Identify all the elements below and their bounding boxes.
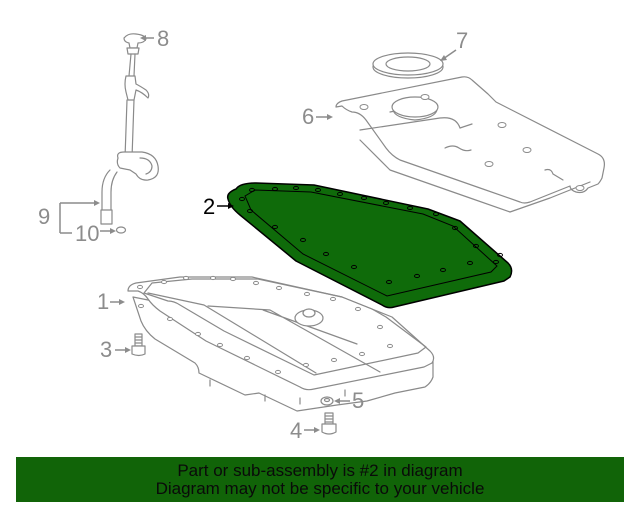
gasket-bolt-holes — [239, 185, 503, 285]
callout-5[interactable]: 5 — [334, 388, 364, 413]
callout-7-label: 7 — [456, 28, 468, 53]
drain-plug-washer[interactable] — [320, 396, 334, 406]
callout-3[interactable]: 3 — [100, 337, 131, 362]
drain-plug[interactable] — [321, 412, 337, 435]
callout-1-label: 1 — [97, 289, 109, 314]
callout-4-label: 4 — [290, 418, 302, 443]
banner-disclaimer: Diagram may not be specific to your vehi… — [155, 478, 485, 498]
callout-2-label: 2 — [203, 194, 215, 219]
callout-1[interactable]: 1 — [97, 289, 125, 314]
info-banner: Part or sub-assembly is #2 in diagram Di… — [16, 457, 624, 502]
callout-8[interactable]: 8 — [140, 26, 169, 51]
parts-diagram: 8 9 10 7 6 — [38, 26, 605, 443]
callout-9[interactable]: 9 — [38, 200, 100, 234]
oil-pan-gasket-highlighted[interactable] — [226, 182, 513, 309]
callout-10[interactable]: 10 — [75, 221, 116, 246]
callout-2[interactable]: 2 — [203, 194, 234, 219]
callout-6-label: 6 — [302, 104, 314, 129]
callout-4[interactable]: 4 — [290, 418, 320, 443]
filter-seal[interactable] — [372, 52, 444, 79]
callout-10-label: 10 — [75, 221, 99, 246]
oil-pan[interactable] — [127, 275, 435, 412]
callout-5-label: 5 — [352, 388, 364, 413]
banner-part-notice: Part or sub-assembly is #2 in diagram — [177, 460, 463, 480]
callout-7[interactable]: 7 — [440, 28, 468, 61]
callout-8-label: 8 — [157, 26, 169, 51]
callout-3-label: 3 — [100, 337, 112, 362]
dipstick-assembly[interactable] — [100, 33, 159, 234]
pan-bolt[interactable] — [131, 333, 146, 357]
callout-9-label: 9 — [38, 204, 50, 229]
filter[interactable] — [335, 76, 605, 213]
callout-6[interactable]: 6 — [302, 104, 333, 129]
pan-bolt-holes — [137, 275, 393, 375]
